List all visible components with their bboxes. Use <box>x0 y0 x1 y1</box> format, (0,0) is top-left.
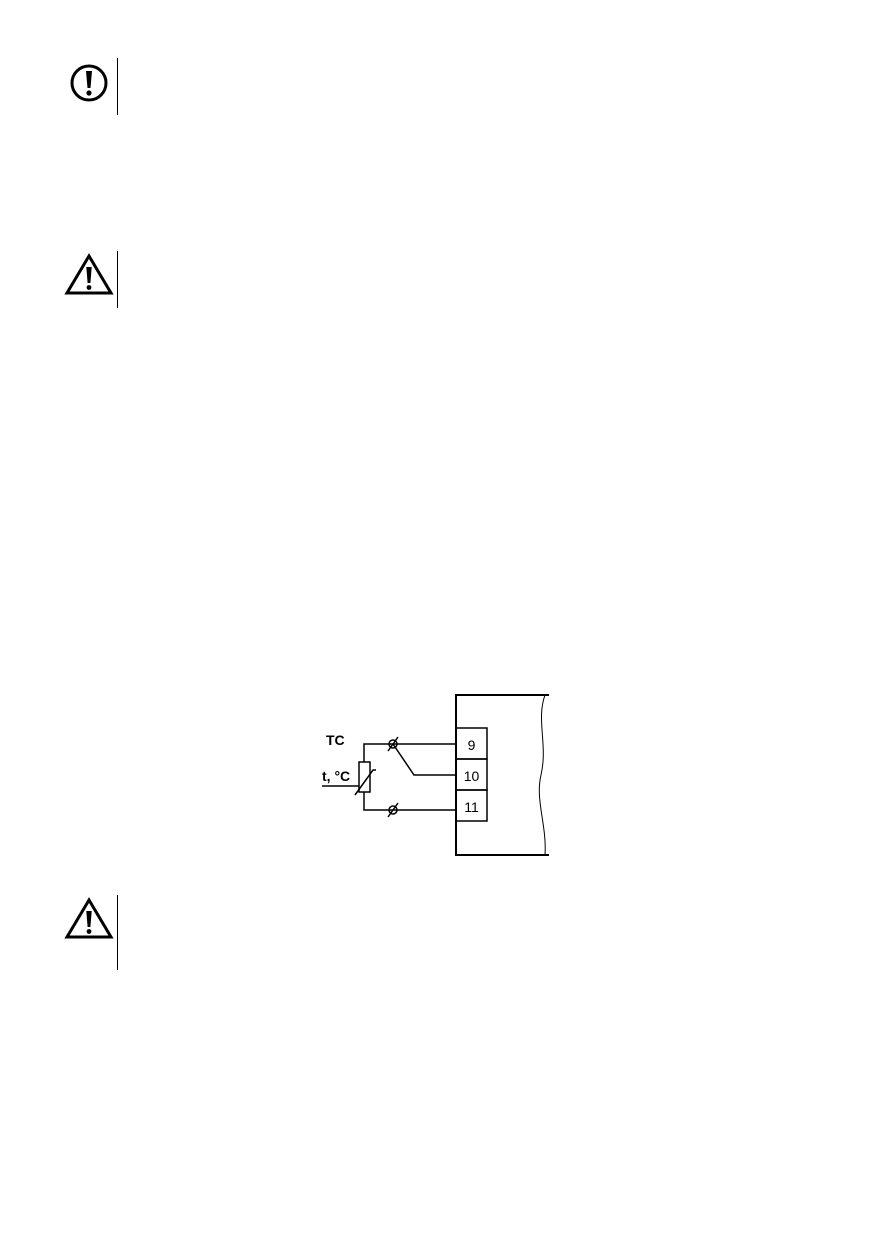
terminal-11-label: 11 <box>464 799 479 815</box>
warning-triangle-icon <box>64 897 114 941</box>
sensor-wiring <box>363 743 456 811</box>
sensor-quantity-label: t, °C <box>322 768 350 784</box>
notice-divider <box>117 58 118 115</box>
connection-symbol <box>387 802 399 818</box>
terminal-11 <box>455 789 488 822</box>
connection-symbol <box>387 736 399 752</box>
terminal-9-label: 9 <box>468 737 476 753</box>
warning-triangle-icon <box>64 253 114 297</box>
notice-divider <box>117 895 118 970</box>
sensor-type-label: TC <box>326 732 345 748</box>
resistance-thermometer-symbol <box>354 761 376 796</box>
terminal-10-label: 10 <box>464 768 480 784</box>
exclamation-circle-icon <box>67 61 111 105</box>
notice-divider <box>117 251 118 308</box>
